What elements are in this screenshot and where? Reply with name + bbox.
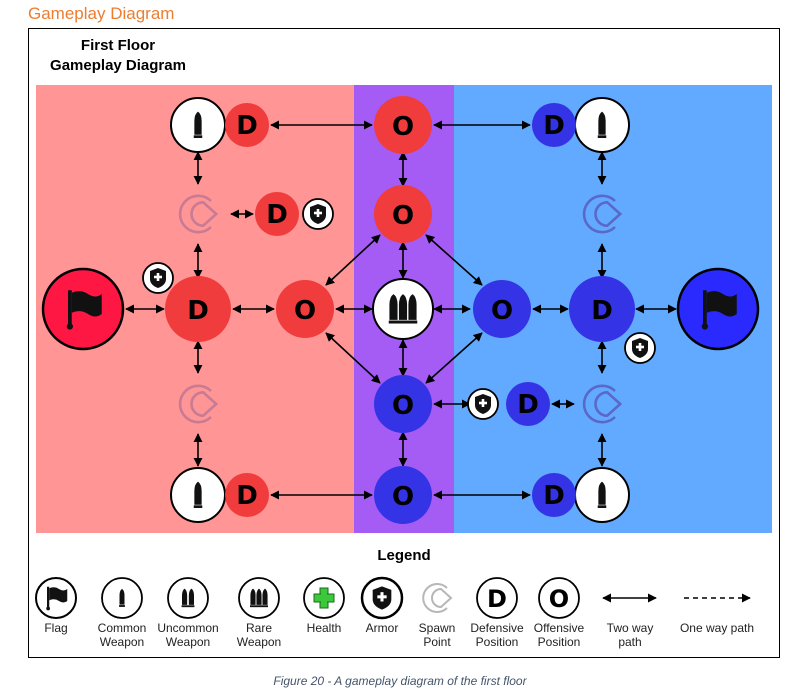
node-letter: D <box>517 390 539 420</box>
node-letter: O <box>392 201 414 231</box>
path-arrow <box>325 234 381 286</box>
armor-icon <box>360 576 404 620</box>
node-letter: D <box>236 481 258 511</box>
node-letter: O <box>392 112 414 142</box>
red-flag-node <box>41 267 125 351</box>
node-letter: D <box>543 111 565 141</box>
node-letter: O <box>392 482 414 512</box>
legend-label: Flag <box>44 621 67 635</box>
rare-weapon-node <box>372 278 434 340</box>
blue-flag-node <box>676 267 760 351</box>
common-weapon-icon <box>101 577 143 619</box>
defensive-position-node: D <box>225 473 269 517</box>
defensive-position-icon: D <box>476 577 518 619</box>
legend-label: Weapon <box>100 635 144 649</box>
node-letter: O <box>491 296 513 326</box>
legend-letter: O <box>549 585 569 613</box>
gameplay-diagram: First Floor Gameplay Diagram <box>28 28 780 658</box>
node-letter: D <box>236 111 258 141</box>
armor-node <box>142 262 174 294</box>
figure-caption: Figure 20 - A gameplay diagram of the fi… <box>273 674 527 688</box>
health-icon <box>303 577 345 619</box>
armor-node <box>467 388 499 420</box>
diagram-title-line2: Gameplay Diagram <box>50 57 186 74</box>
diagram-title-line1: First Floor <box>81 37 155 54</box>
offensive-position-node: O <box>374 185 432 243</box>
rare-weapon-icon <box>238 577 280 619</box>
armor-node <box>302 198 334 230</box>
node-letter: D <box>591 296 613 326</box>
legend-label: path <box>618 635 641 649</box>
defensive-position-node: D <box>165 276 231 342</box>
legend-label: Rare <box>246 621 272 635</box>
defensive-position-node: D <box>532 103 576 147</box>
defensive-position-node: D <box>225 103 269 147</box>
defensive-position-node: D <box>506 382 550 426</box>
offensive-position-node: O <box>374 466 432 524</box>
legend-label: Uncommon <box>157 621 218 635</box>
legend-label: One way path <box>680 621 754 635</box>
legend-label: Weapon <box>166 635 210 649</box>
legend-title: Legend <box>377 547 430 564</box>
node-letter: O <box>294 296 316 326</box>
legend-label: Defensive <box>470 621 524 635</box>
common-weapon-node <box>170 467 226 523</box>
legend-letter: D <box>487 585 507 613</box>
armor-node <box>624 332 656 364</box>
legend-label: Spawn <box>419 621 456 635</box>
path-arrow <box>325 332 381 384</box>
node-letter: D <box>266 200 288 230</box>
legend-label: Two way <box>607 621 654 635</box>
legend-label: Position <box>538 635 581 649</box>
defensive-position-node: D <box>569 276 635 342</box>
common-weapon-node <box>574 97 630 153</box>
defensive-position-node: D <box>255 192 299 236</box>
diagram-frame: First Floor Gameplay Diagram <box>28 28 780 658</box>
flag-icon <box>35 577 77 619</box>
legend-label: Health <box>307 621 342 635</box>
node-letter: D <box>187 296 209 326</box>
section-heading: Gameplay Diagram <box>28 4 175 23</box>
offensive-position-icon: O <box>538 577 580 619</box>
common-weapon-node <box>574 467 630 523</box>
offensive-position-node: O <box>374 375 432 433</box>
node-letter: O <box>392 391 414 421</box>
legend-label: Armor <box>366 621 399 635</box>
offensive-position-node: O <box>374 96 432 154</box>
paths <box>125 120 677 500</box>
node-letter: D <box>543 481 565 511</box>
defensive-position-node: D <box>532 473 576 517</box>
offensive-position-node: O <box>276 280 334 338</box>
path-arrow <box>425 332 483 384</box>
legend-label: Point <box>423 635 451 649</box>
legend-label: Common <box>98 621 147 635</box>
uncommon-weapon-icon <box>167 577 209 619</box>
legend-label: Position <box>476 635 519 649</box>
offensive-position-node: O <box>473 280 531 338</box>
legend-label: Offensive <box>534 621 585 635</box>
path-arrow <box>425 234 483 286</box>
common-weapon-node <box>170 97 226 153</box>
legend-label: Weapon <box>237 635 281 649</box>
